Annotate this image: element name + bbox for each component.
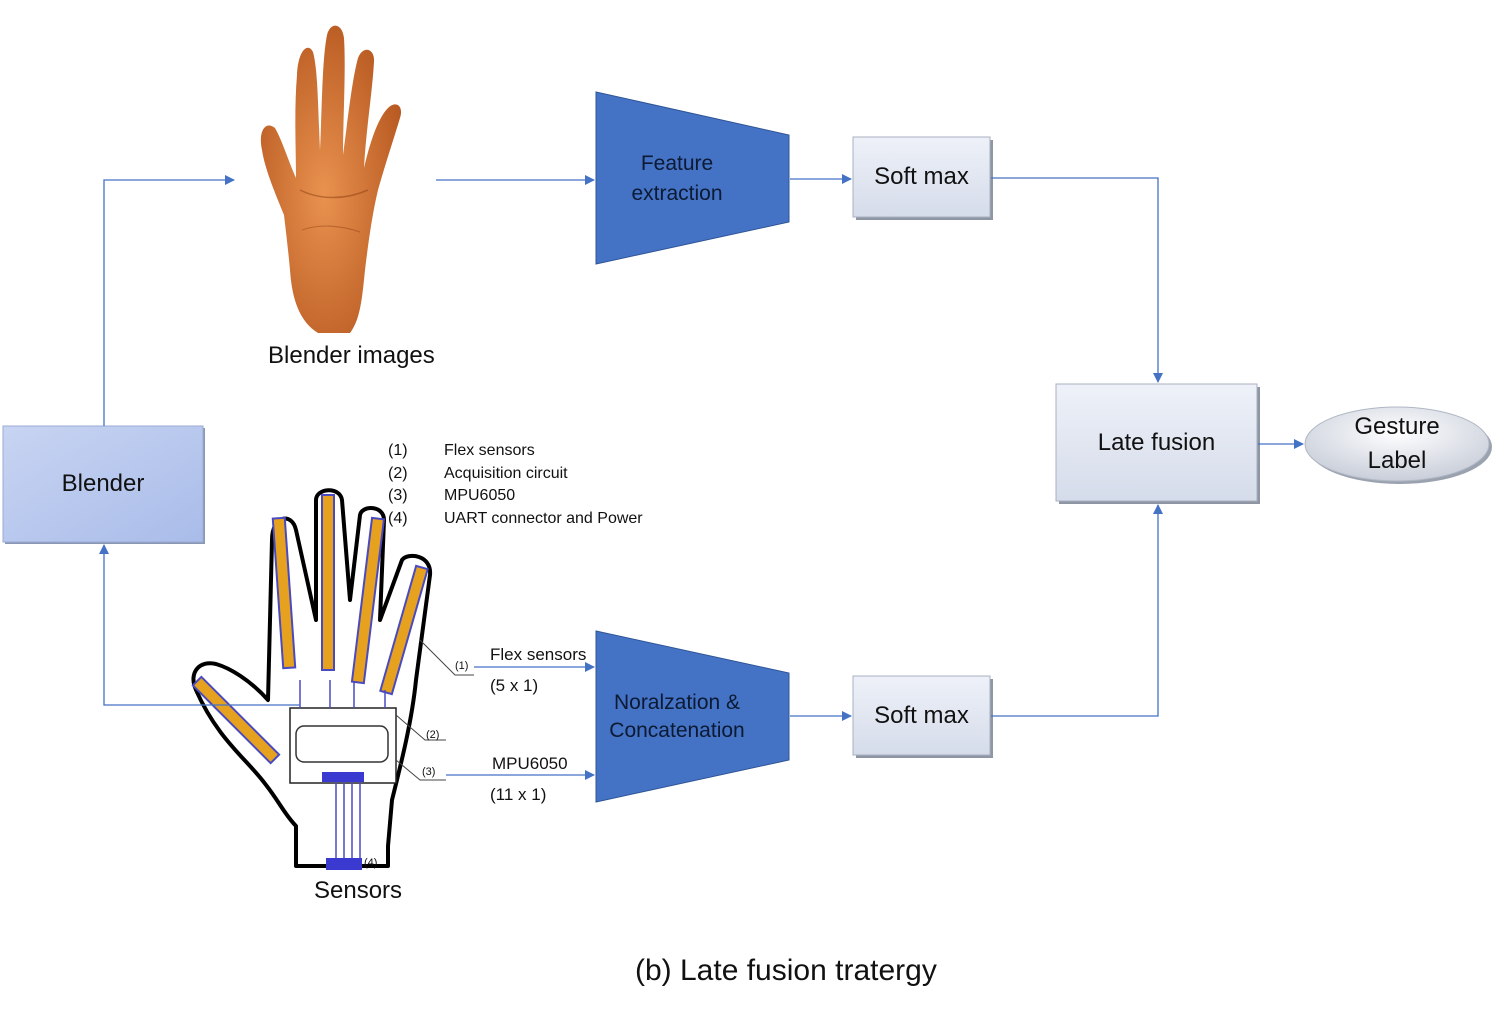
blender-box [2,425,205,544]
softmax-top-label: Soft max [874,163,969,190]
softmax-top-box [852,136,993,220]
normalization-label: Noralzation & Concatenation [596,687,758,747]
sensors-label: Sensors [314,877,403,904]
glove-sensor-image [191,488,474,870]
legend-num: (3) [388,487,408,504]
gesture-label-line2: Label [1367,447,1427,474]
legend-item: (2) Acquisition circuit [388,463,643,486]
figure-caption: (b) Late fusion tratergy [635,954,937,987]
flex-sensors-edge-label: Flex sensors [490,645,587,664]
legend-num: (4) [388,509,408,527]
gesture-label-line1: Gesture [1354,413,1440,440]
legend-text: Acquisition circuit [444,464,568,482]
glove-legend: (1) Flex sensors (2) Acquisition circuit… [388,440,643,530]
callout-3: (3) [422,766,436,778]
softmax-bottom-label: Soft max [874,701,969,729]
uart-connector-top [322,772,364,782]
arrow-glove-to-blender [99,544,300,706]
late-fusion-box [1055,383,1260,504]
mpu-edge-label: MPU6050 [492,754,568,773]
mpu-dim-label: (11 x 1) [490,785,547,804]
normalization-trapezoid [595,630,790,803]
legend-text: UART connector and Power [444,509,643,527]
arrow-softmax-top-to-fusion [991,177,1163,383]
legend-num: (1) [388,442,408,459]
uart-connector-power [326,858,362,870]
callout-2: (2) [426,729,440,741]
gesture-label-ellipse [1304,406,1492,484]
feature-extraction-line2: extraction [631,182,723,205]
legend-text: Flex sensors [444,442,535,459]
legend-num: (2) [388,464,408,482]
callout-1: (1) [455,660,469,672]
blender-label: Blender [61,470,145,497]
gesture-label-text: Gesture Label [1305,407,1489,481]
normalization-line2: Concatenation [609,719,745,742]
arrow-blender-to-images [103,175,235,426]
feature-extraction-label: Feature extraction [596,148,758,210]
late-fusion-label: Late fusion [1097,428,1216,456]
flex-sensor-strips [191,494,429,765]
legend-item: (4) UART connector and Power [388,508,643,531]
hand-palm-image [260,25,402,333]
feature-extraction-line1: Feature [640,152,714,175]
legend-text: MPU6050 [444,487,516,504]
normalization-line1: Noralzation & [613,691,741,714]
feature-extraction-trapezoid [595,91,790,265]
callout-4: (4) [364,857,378,869]
softmax-bottom-box [852,675,993,758]
connectors [99,174,1304,780]
flex-sensors-dim-label: (5 x 1) [490,676,539,695]
mpu6050-chip [295,725,389,763]
legend-item: (3) MPU6050 [388,485,643,508]
legend-item: (1) Flex sensors [388,440,643,463]
arrow-softmax-bottom-to-fusion [991,504,1163,717]
blender-images-label: Blender images [268,342,435,369]
